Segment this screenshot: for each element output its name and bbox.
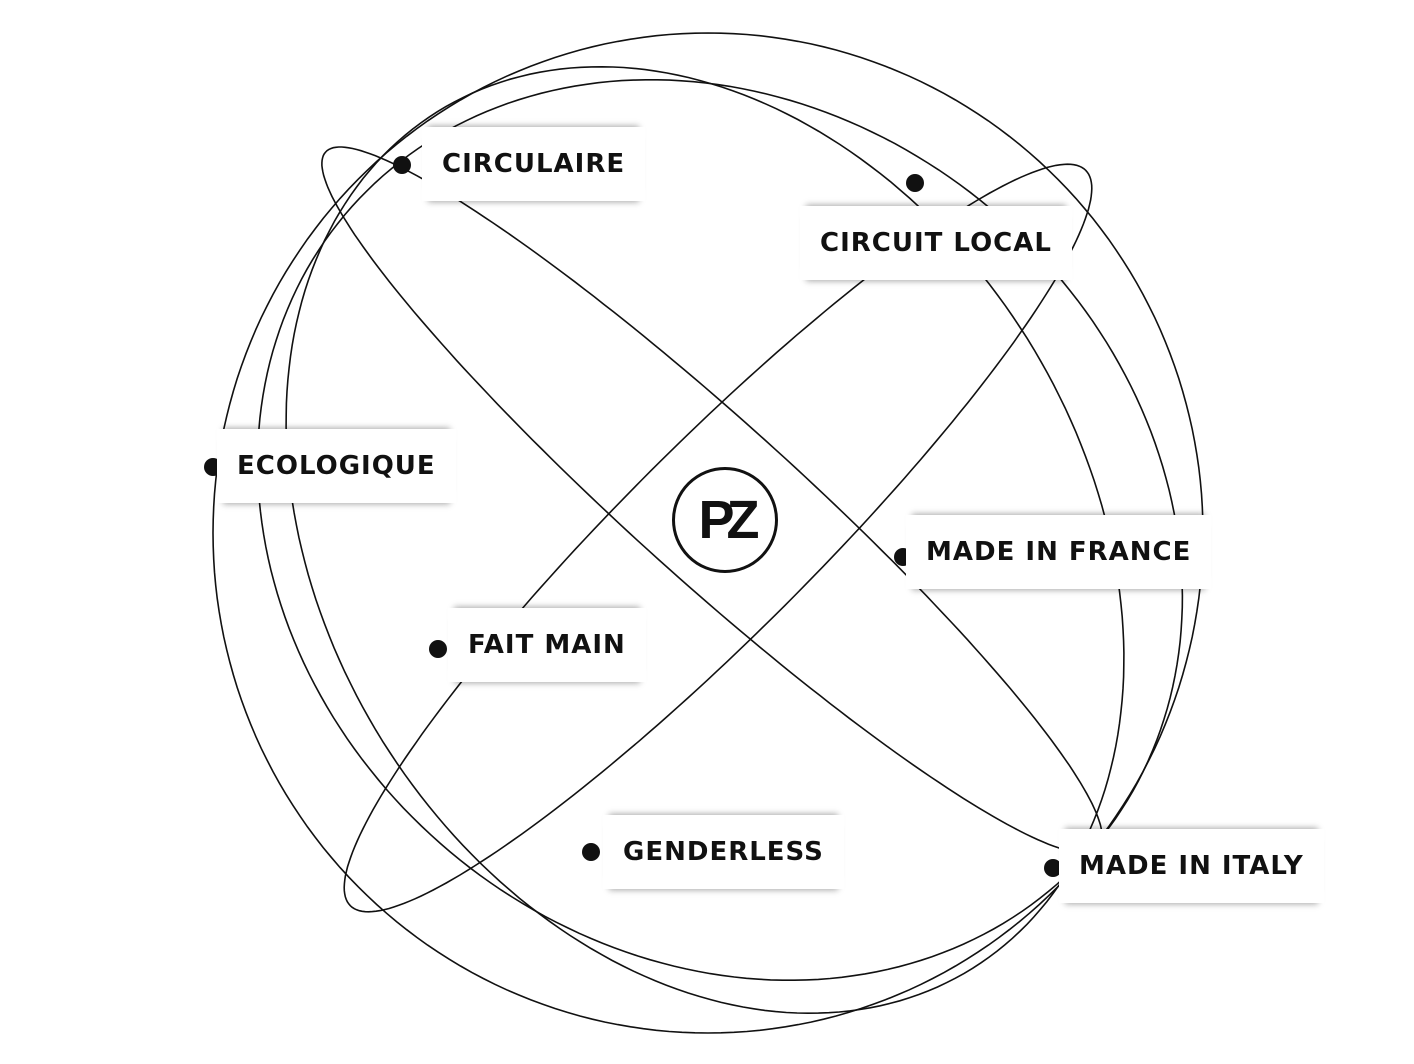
pz-logo: PZ [672,467,778,573]
orbit-diagonal-1 [321,146,1103,854]
label-genderless: GENDERLESS [603,815,844,889]
orbit-circle [212,32,1204,1034]
node-genderless [582,843,600,861]
logo-text: PZ [698,490,759,550]
label-fait-main: FAIT MAIN [448,608,646,682]
label-circuit-local: CIRCUIT LOCAL [800,206,1072,280]
orbit-diagonal-2 [343,163,1093,913]
node-circuit-local [906,174,924,192]
node-fait-main [429,640,447,658]
orbit-tilted-1 [256,79,1184,982]
node-circulaire [393,156,411,174]
label-made-in-italy: MADE IN ITALY [1059,829,1324,903]
label-circulaire: CIRCULAIRE [422,127,646,201]
label-ecologique: ECOLOGIQUE [217,429,456,503]
node-made-in-italy [1044,859,1062,877]
label-made-in-france: MADE IN FRANCE [906,515,1212,589]
